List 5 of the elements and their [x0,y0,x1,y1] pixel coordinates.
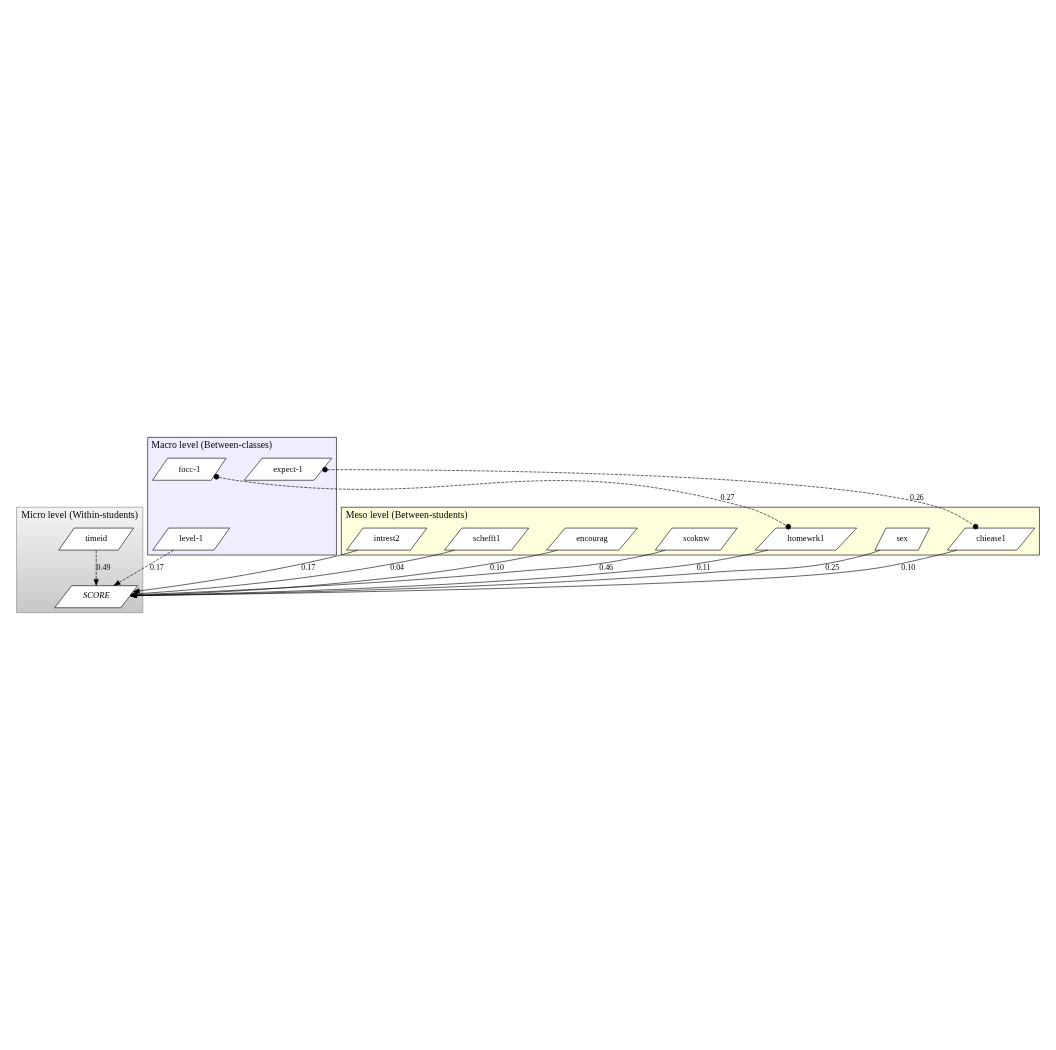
arrow [113,549,174,586]
connector [322,466,979,530]
arrow [132,549,358,594]
connector [213,474,792,530]
arrow [93,550,99,586]
